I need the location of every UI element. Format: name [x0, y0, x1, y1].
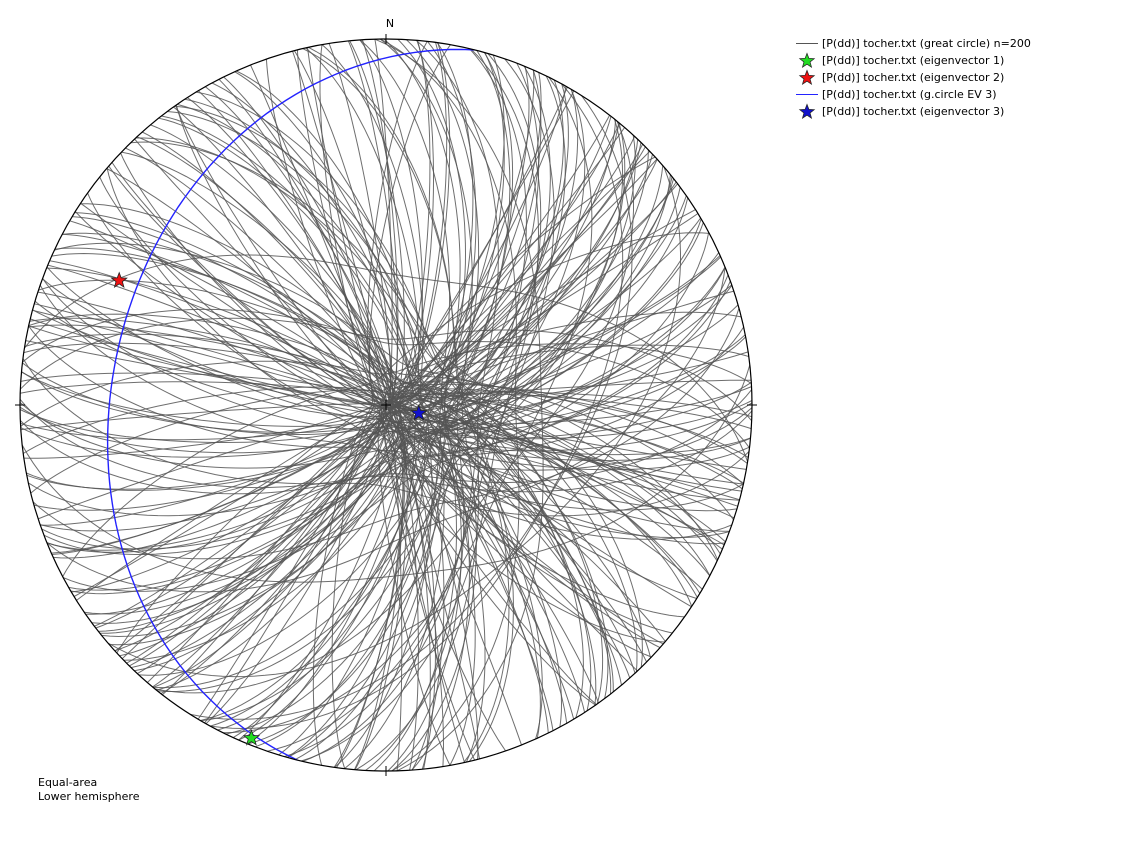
great-circle [68, 222, 704, 591]
great-circle [54, 247, 718, 562]
eigenvector-2-star [110, 271, 128, 288]
great-circle [236, 70, 543, 740]
projection-type: Equal-area [38, 776, 98, 789]
great-circle [156, 119, 616, 691]
great-circle [29, 317, 743, 490]
great-circle [107, 166, 681, 678]
great-circle [33, 304, 739, 511]
hemisphere-label: Lower hemisphere [38, 790, 140, 803]
great-circle [51, 252, 721, 555]
legend-item-eigenvector-1: [P(dd)] tocher.txt (eigenvector 1) [792, 52, 1031, 69]
great-circle [167, 111, 609, 699]
ev3-great-circle [106, 48, 475, 761]
great-circle [284, 53, 542, 758]
legend: [P(dd)] tocher.txt (great circle) n=200 … [792, 35, 1031, 120]
legend-label: [P(dd)] tocher.txt (eigenvector 3) [822, 105, 1005, 118]
legend-item-eigenvector-2: [P(dd)] tocher.txt (eigenvector 2) [792, 69, 1031, 86]
eigenvector-3-star [410, 404, 428, 421]
great-circle [84, 197, 689, 615]
great-circle [265, 59, 507, 752]
cardinal-ticks [15, 34, 757, 776]
great-circle [380, 38, 520, 772]
legend-label: [P(dd)] tocher.txt (eigenvector 2) [822, 71, 1005, 84]
great-circle [19, 389, 753, 495]
legend-blue-line-icon [792, 86, 822, 103]
great-circle [305, 47, 486, 763]
north-label: N [385, 17, 395, 30]
eigenvector-1-star [242, 729, 261, 746]
great-circle [308, 46, 510, 763]
great-circle [336, 42, 448, 768]
legend-label: [P(dd)] tocher.txt (eigenvector 1) [822, 54, 1005, 67]
great-circle [21, 364, 751, 583]
great-circle [43, 274, 729, 555]
great-circle [302, 48, 514, 762]
legend-item-great-circle: [P(dd)] tocher.txt (great circle) n=200 [792, 35, 1031, 52]
great-circle [70, 218, 702, 595]
great-circle [22, 308, 750, 449]
great-circle [106, 167, 665, 643]
great-circle [80, 203, 693, 607]
great-circle [344, 41, 477, 769]
great-circle [267, 58, 555, 752]
great-circle [157, 118, 624, 692]
red-star-icon [792, 69, 822, 86]
great-circle [234, 71, 541, 739]
great-circle [247, 65, 551, 745]
great-circle [154, 120, 634, 694]
great-circle [321, 44, 476, 766]
great-circle [19, 400, 753, 443]
great-circle [286, 52, 505, 758]
green-star-icon [792, 52, 822, 69]
great-circle [32, 308, 740, 560]
great-circle [99, 176, 673, 634]
great-circle [175, 104, 596, 706]
legend-line-icon [792, 35, 822, 52]
great-circle [302, 48, 527, 762]
great-circle [19, 402, 753, 454]
great-circle [24, 254, 749, 462]
great-circle [217, 79, 565, 731]
great-circle [19, 317, 753, 422]
legend-item-ev3-great-circle: [P(dd)] tocher.txt (g.circle EV 3) [792, 86, 1031, 103]
great-circle [62, 232, 711, 576]
great-circle [347, 40, 431, 770]
great-circle [74, 211, 697, 599]
great-circle [223, 76, 593, 734]
great-circle [130, 142, 642, 669]
great-circle [22, 344, 749, 454]
great-circle [21, 371, 751, 462]
great-circle [46, 266, 726, 551]
great-circle [22, 358, 750, 517]
great-circle [123, 149, 649, 661]
great-circle [312, 44, 451, 766]
great-circle [355, 39, 499, 771]
legend-label: [P(dd)] tocher.txt (great circle) n=200 [822, 37, 1031, 50]
eigenvector-markers [110, 271, 428, 746]
great-circle [175, 105, 597, 705]
legend-label: [P(dd)] tocher.txt (g.circle EV 3) [822, 88, 997, 101]
great-circle [232, 72, 542, 739]
great-circle [23, 342, 749, 458]
great-circle [28, 324, 744, 484]
blue-star-icon [792, 103, 822, 120]
legend-item-eigenvector-3: [P(dd)] tocher.txt (eigenvector 3) [792, 103, 1031, 120]
great-circle [91, 187, 681, 624]
great-circle [126, 146, 646, 664]
projection-info: Equal-area Lower hemisphere [38, 776, 139, 804]
great-circle [34, 300, 738, 512]
great-circle [94, 183, 678, 627]
great-circle [39, 284, 732, 540]
great-circle [365, 39, 480, 771]
great-circle [359, 39, 471, 771]
great-circle [177, 103, 597, 706]
great-circle [354, 40, 434, 770]
great-circle [138, 135, 636, 676]
great-circle [152, 122, 626, 689]
great-circle [39, 285, 733, 532]
great-circle [54, 242, 719, 561]
great-circles-layer [19, 38, 753, 772]
